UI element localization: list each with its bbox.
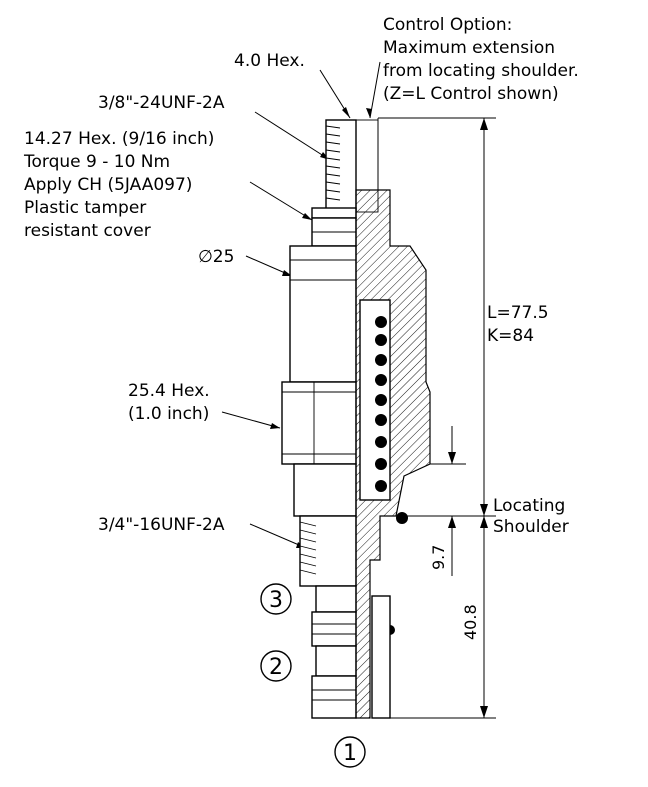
hex-14-note: 14.27 Hex. (9/16 inch) Torque 9 - 10 Nm … (23, 129, 214, 241)
port-2-marker: 2 (260, 650, 292, 682)
seal-land-lower (311, 675, 357, 719)
hex-14-line5: resistant cover (24, 221, 151, 241)
upper-cylinder (289, 245, 357, 383)
dim-9-7-label: 9.7 (429, 545, 448, 570)
hex-14-line4: Plastic tamper (24, 198, 146, 218)
lower-thread (299, 515, 357, 587)
section-view (355, 118, 431, 719)
port-1-marker: 1 (334, 736, 366, 768)
stem-port-3 (315, 585, 357, 613)
diameter-25-label: ∅25 (198, 247, 234, 267)
valve-outline (281, 119, 379, 719)
port-1-number: 1 (343, 741, 357, 766)
dimension-lines (378, 117, 496, 719)
control-option-line3: from locating shoulder. (383, 61, 579, 81)
hex-14-line3: Apply CH (5JAA097) (24, 175, 192, 195)
control-option-line2: Maximum extension (383, 38, 555, 58)
hex-25-note: 25.4 Hex. (1.0 inch) (128, 381, 210, 424)
stem-port-2 (315, 645, 357, 677)
locating-shoulder-line1: Locating (493, 496, 565, 516)
dim-K-label: K=84 (487, 326, 534, 346)
control-option-line4: (Z=L Control shown) (383, 84, 559, 104)
hex-25-line1: 25.4 Hex. (128, 381, 210, 401)
dim-40-8-label: 40.8 (461, 604, 480, 640)
poppet-spool (371, 595, 391, 719)
lock-nut-top (311, 207, 357, 219)
hex-4-label: 4.0 Hex. (234, 51, 305, 71)
thread-3-8-label: 3/8"-24UNF-2A (98, 93, 225, 113)
seal-land-upper (311, 611, 357, 647)
control-option-note: Control Option: Maximum extension from l… (383, 15, 579, 104)
dim-L-label: L=77.5 (487, 303, 549, 323)
hex-14-line1: 14.27 Hex. (9/16 inch) (24, 129, 214, 149)
port-2-number: 2 (269, 655, 283, 680)
thread-3-4-label: 3/4"-16UNF-2A (98, 515, 225, 535)
leader-lines (221, 61, 381, 549)
main-hex-body (281, 381, 357, 465)
shoulder-neck (293, 463, 357, 517)
control-option-line1: Control Option: (383, 15, 512, 35)
locating-shoulder-line2: Shoulder (493, 517, 569, 537)
port-3-marker: 3 (260, 583, 292, 615)
port-3-number: 3 (269, 588, 283, 613)
hex-14-line2: Torque 9 - 10 Nm (23, 152, 170, 172)
hex-25-line2: (1.0 inch) (128, 404, 209, 424)
